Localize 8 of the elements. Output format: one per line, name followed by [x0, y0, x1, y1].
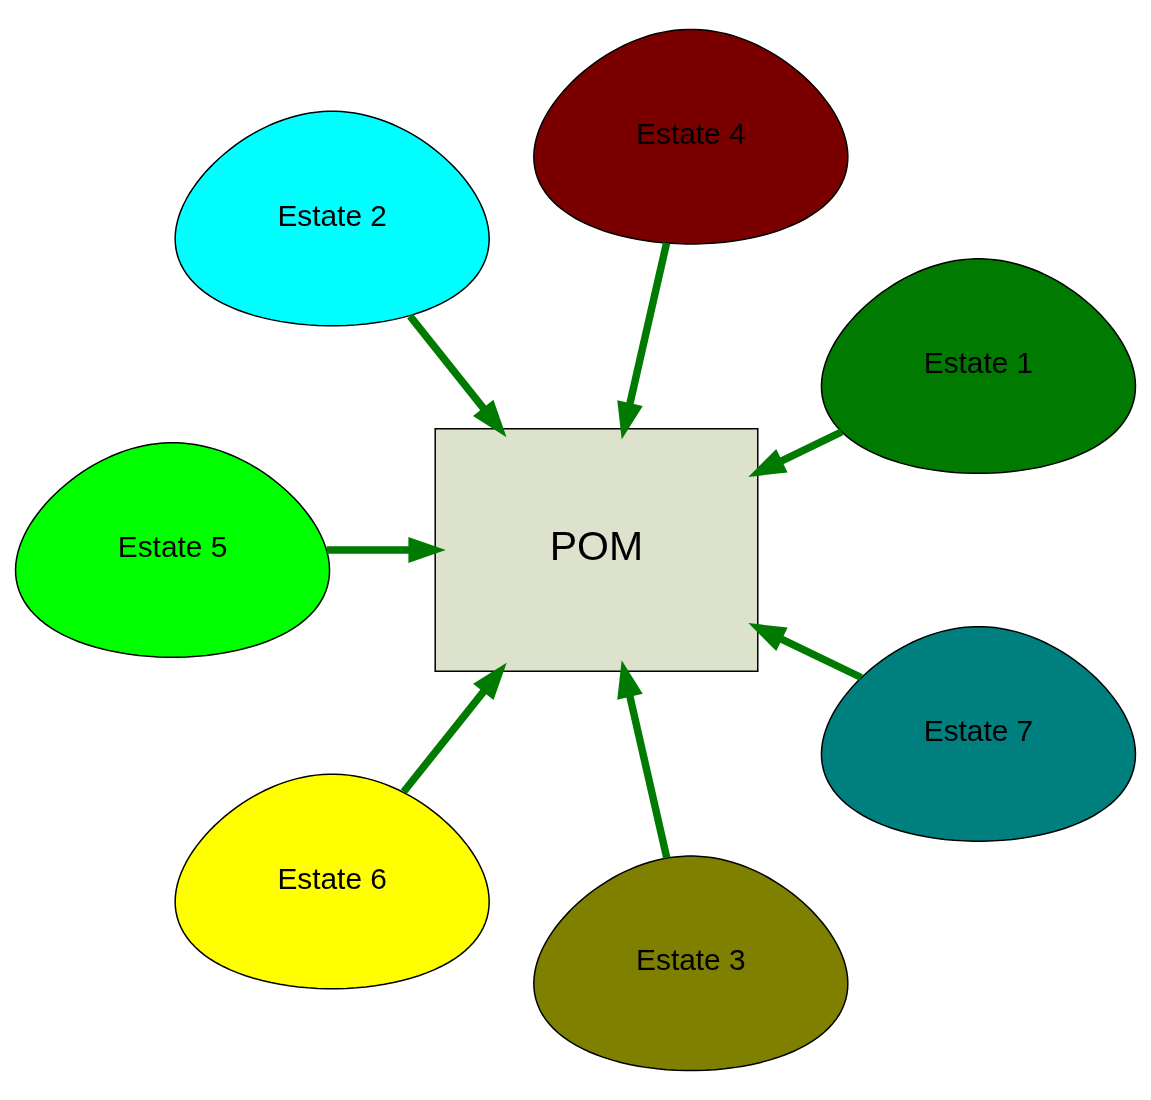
- arrow: [400, 662, 507, 795]
- arrow: [617, 660, 671, 859]
- arrow: [748, 428, 844, 477]
- arrow: [326, 536, 446, 564]
- arrow: [748, 623, 863, 681]
- arrow: [407, 313, 507, 438]
- node-box: POM: [434, 428, 759, 672]
- arrow: [617, 242, 671, 440]
